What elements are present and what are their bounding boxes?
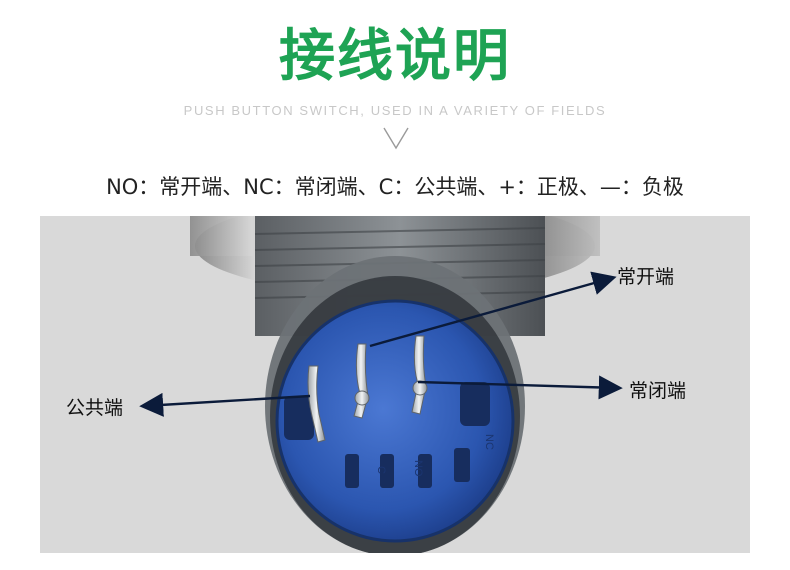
pin-common bbox=[307, 365, 326, 443]
terminal-legend: NO：常开端、NC：常闭端、C：公共端、+：正极、—：负极 bbox=[106, 175, 684, 199]
marking-nc: NC bbox=[483, 434, 495, 450]
callout-common: 公共端 bbox=[66, 397, 124, 419]
arrow-normally-closed bbox=[417, 375, 623, 400]
solder-pins bbox=[307, 335, 428, 443]
callout-normally-closed: 常闭端 bbox=[629, 380, 687, 402]
switch-photo: NO NC C bbox=[40, 216, 750, 553]
marking-no: NO bbox=[412, 460, 424, 477]
switch-illustration: NO NC C bbox=[139, 216, 623, 553]
chevron-down-icon bbox=[383, 127, 409, 150]
page-subtitle: PUSH BUTTON SWITCH, USED IN A VARIETY OF… bbox=[183, 103, 607, 118]
base-slots bbox=[284, 382, 490, 488]
callout-normally-open: 常开端 bbox=[617, 266, 675, 288]
arrow-common bbox=[139, 392, 311, 417]
arrow-normally-open bbox=[369, 271, 617, 348]
marking-c: C bbox=[375, 466, 387, 474]
page-title: 接线说明 bbox=[279, 24, 511, 89]
terminal-base bbox=[277, 301, 513, 541]
